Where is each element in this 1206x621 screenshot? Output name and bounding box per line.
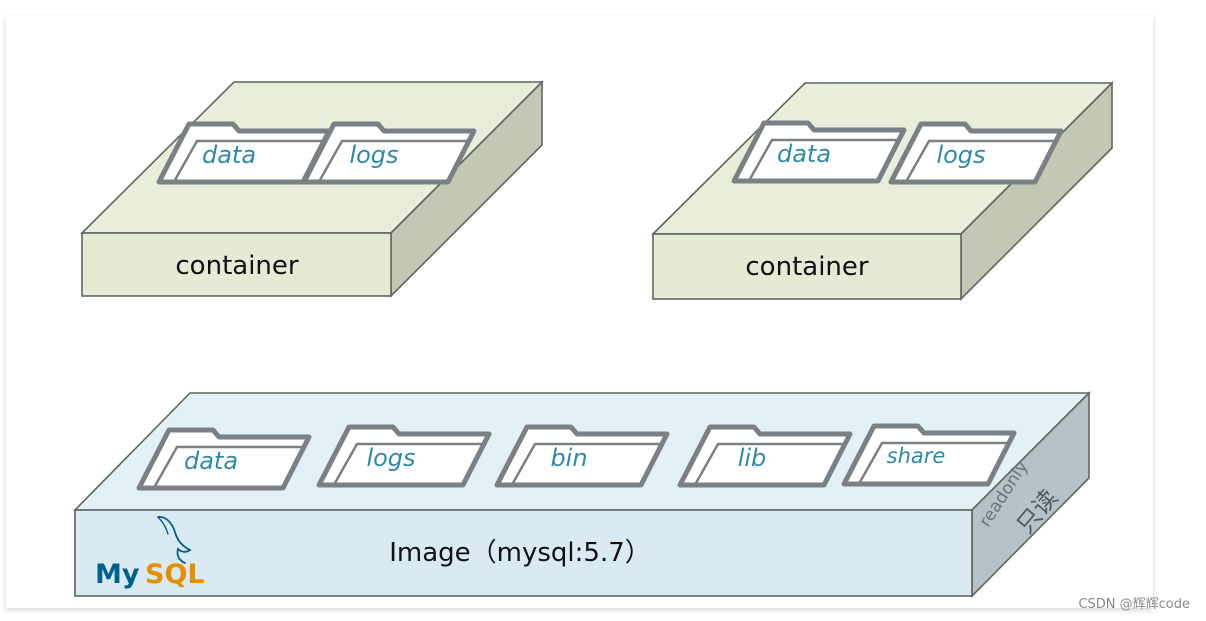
folder-label: data (202, 141, 256, 169)
folder-label: logs (936, 141, 985, 169)
container-box-1: container data logs (80, 80, 544, 298)
folder-label: logs (349, 141, 398, 169)
container-box-1-label: container (175, 251, 299, 281)
container-box-1-front (81, 232, 392, 297)
folder-icon: share (841, 423, 1017, 487)
folder-icon: data (731, 120, 907, 184)
image-layer-box: data logs bin lib share Im (73, 391, 1091, 598)
folder-label: data (777, 140, 831, 168)
folder-icon: data (136, 427, 312, 491)
mysql-logo-my: My (95, 559, 140, 590)
folder-label: bin (550, 444, 587, 472)
folder-icon: lib (677, 424, 853, 488)
image-layer-front (74, 509, 973, 597)
watermark-text: CSDN @辉辉code (1078, 597, 1190, 612)
folder-label: logs (366, 444, 415, 472)
container-box-2-front (652, 233, 962, 300)
mysql-logo: My SQL (95, 516, 205, 590)
folder-icon: logs (316, 424, 492, 488)
dolphin-icon (157, 516, 192, 564)
container-box-2: container data logs (651, 81, 1114, 301)
image-layer-label: Image（mysql:5.7） (389, 538, 651, 568)
mysql-logo-sql: SQL (145, 559, 205, 590)
folder-icon: logs (301, 121, 477, 185)
folder-icon: data (156, 121, 332, 185)
folder-icon: logs (888, 121, 1064, 185)
folder-label: share (887, 444, 946, 468)
folder-icon: bin (494, 424, 670, 488)
container-box-2-label: container (745, 252, 869, 282)
folder-label: data (184, 447, 238, 475)
folder-label: lib (738, 444, 767, 472)
